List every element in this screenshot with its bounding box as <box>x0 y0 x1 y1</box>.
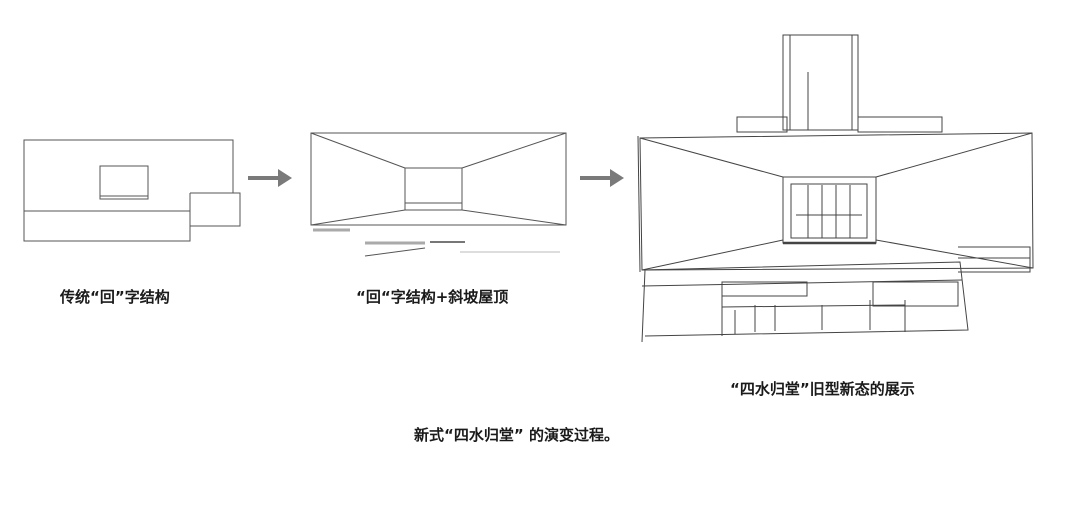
sketch-sloped-roof-courtyard <box>310 132 567 257</box>
sketch-traditional-courtyard <box>23 139 241 242</box>
arrow-right-icon <box>248 169 292 187</box>
sketch-new-four-waters-hall <box>637 34 1034 343</box>
figure-caption: 新式“四水归堂” 的演变过程。 <box>414 426 619 444</box>
step-2-label: “回“字结构+斜坡屋顶 <box>356 288 509 306</box>
arrow-right-icon <box>580 169 624 187</box>
step-3-label: “四水归堂”旧型新态的展示 <box>730 380 915 398</box>
step-1-label: 传统“回”字结构 <box>60 288 170 306</box>
